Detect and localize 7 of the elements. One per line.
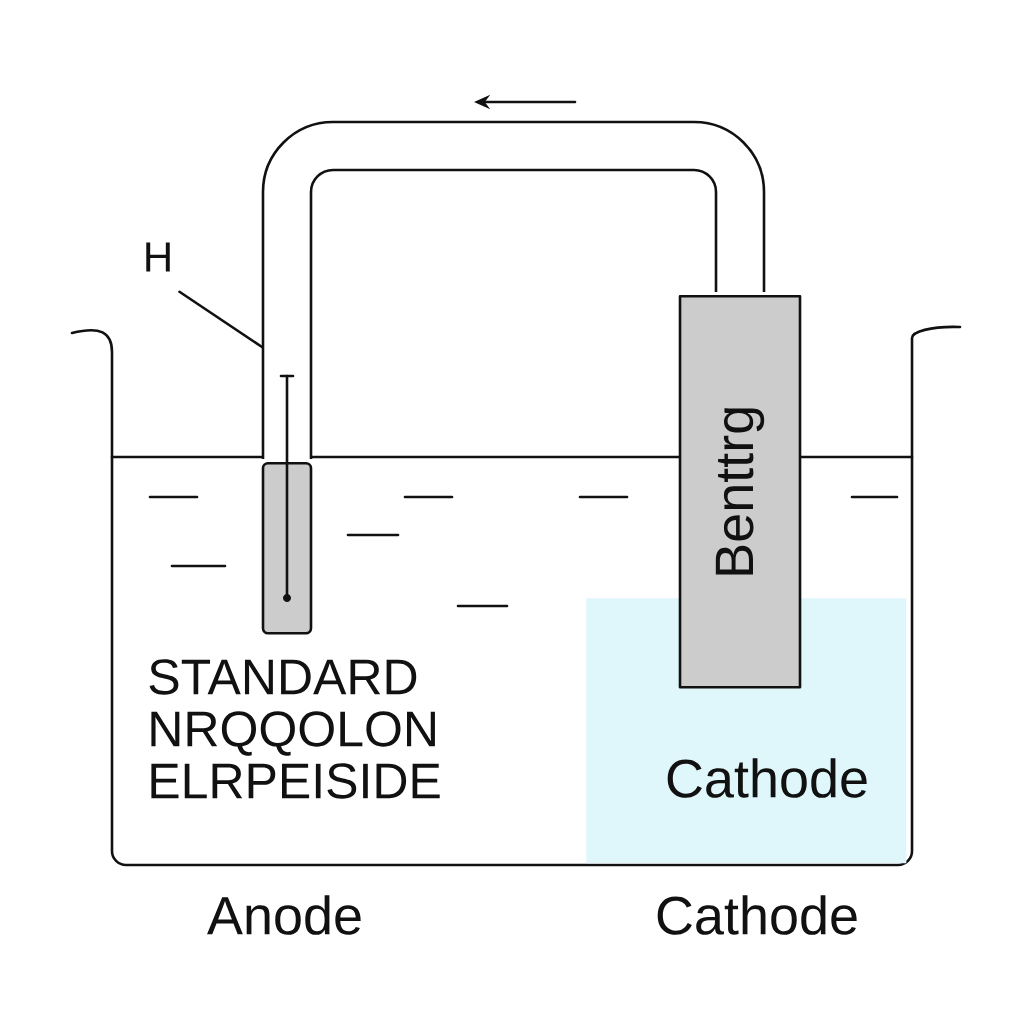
- connecting-tube: [261, 120, 766, 459]
- electrode-plate: Benttrg: [678, 295, 802, 689]
- electrode-tube: [261, 462, 313, 635]
- text-label: H: [146, 242, 170, 272]
- text-label: STANDARD NRQQOLON ELRPEISIDE: [149, 659, 440, 799]
- leader-line: [178, 290, 264, 349]
- text-label: Anode: [207, 895, 361, 935]
